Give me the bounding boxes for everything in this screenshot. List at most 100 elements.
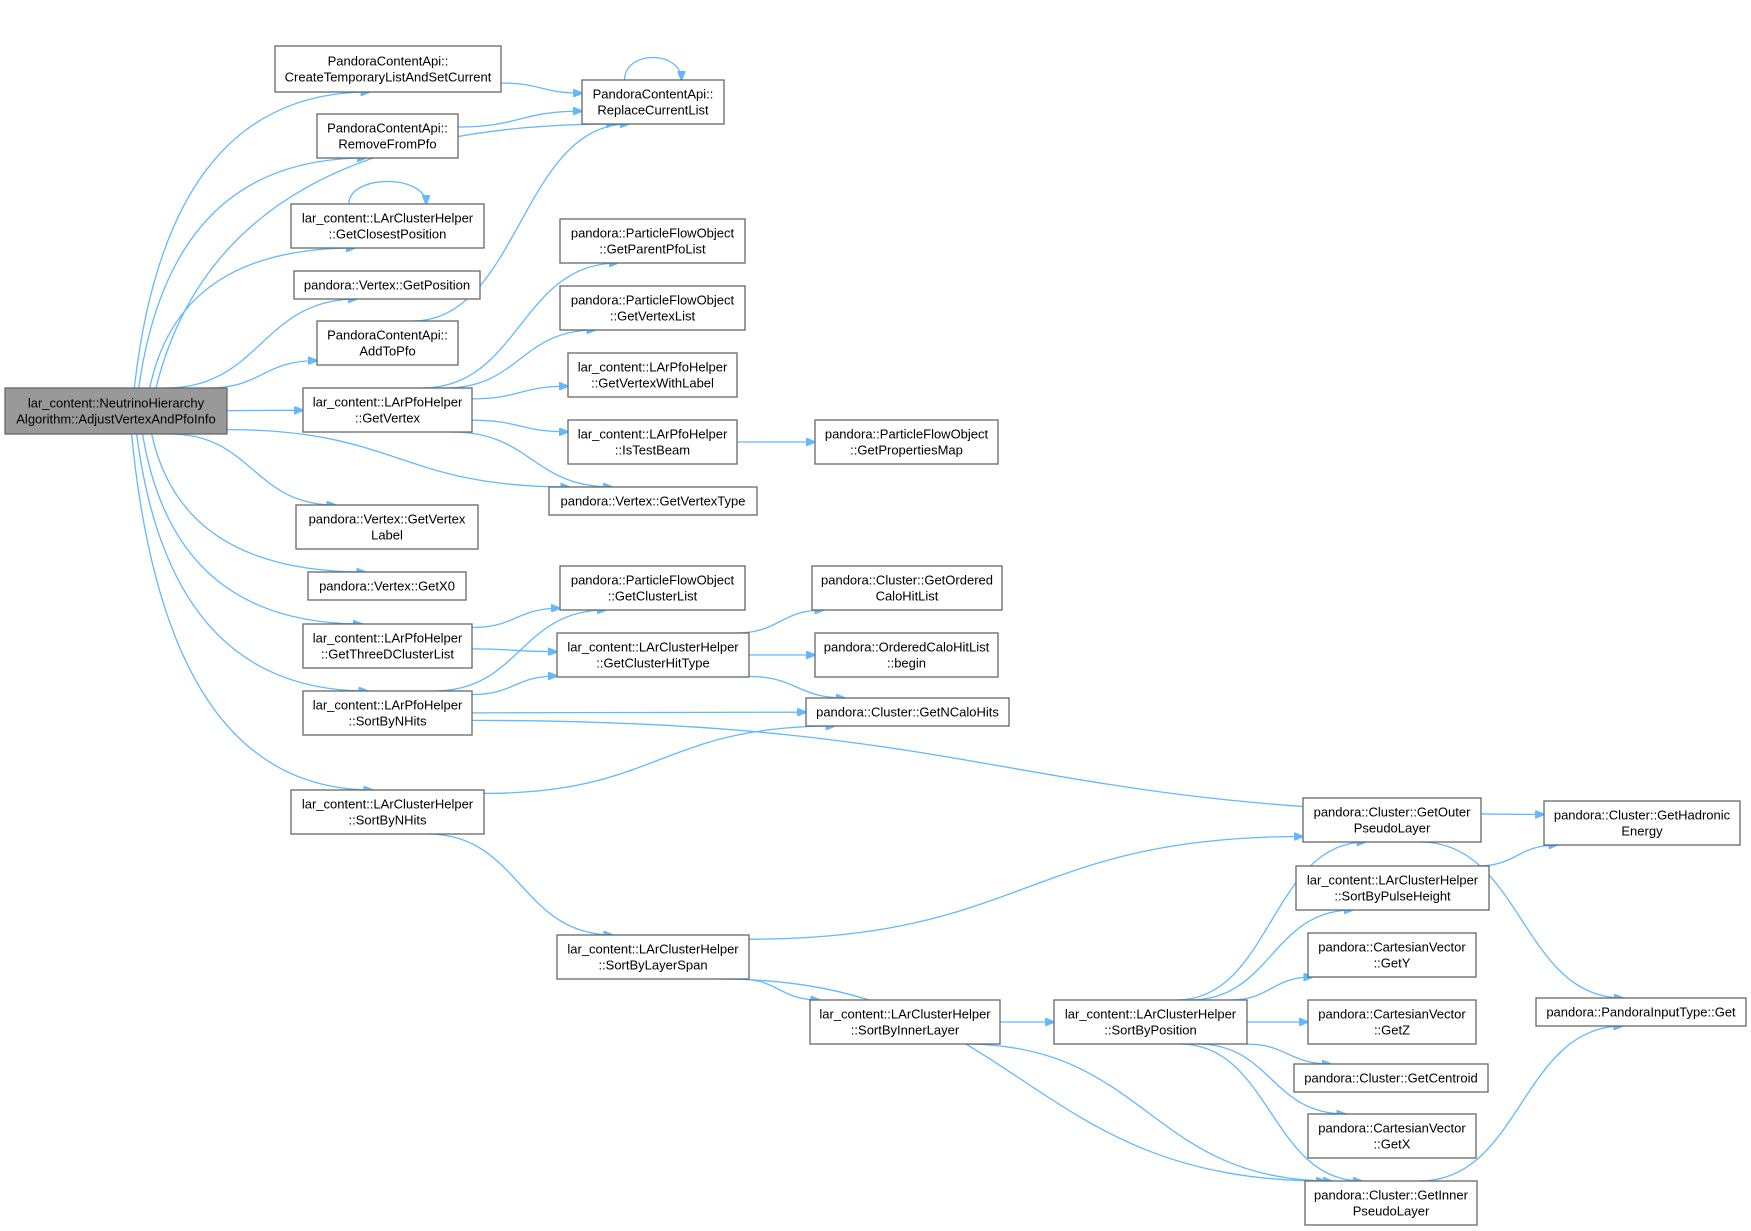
- node-addToPfo[interactable]: PandoraContentApi::AddToPfo: [316, 320, 459, 366]
- node-box-vtxType[interactable]: [548, 486, 758, 516]
- node-box-isTestBeam[interactable]: [567, 419, 738, 465]
- node-box-orderedCalo[interactable]: [811, 565, 1003, 611]
- node-clSortN[interactable]: lar_content::LArClusterHelper::SortByNHi…: [290, 789, 485, 835]
- node-label-vtxWithLabel-1: ::GetVertexWithLabel: [591, 376, 714, 391]
- node-box-pulseH[interactable]: [1295, 865, 1490, 911]
- node-vtxPos[interactable]: pandora::Vertex::GetPosition: [293, 270, 481, 300]
- node-box-closestPos[interactable]: [290, 203, 485, 249]
- node-layerSpan[interactable]: lar_content::LArClusterHelper::SortByLay…: [556, 934, 750, 980]
- edge-root-to-vtxLabel: [169, 433, 336, 505]
- node-box-removeFromPfo[interactable]: [316, 113, 459, 159]
- node-box-innerPL[interactable]: [1304, 1180, 1478, 1226]
- node-box-propsMap[interactable]: [814, 419, 999, 465]
- node-label-innerPL-1: PseudoLayer: [1353, 1204, 1430, 1219]
- node-nCalo[interactable]: pandora::Cluster::GetNCaloHits: [805, 697, 1010, 727]
- node-box-layerSpan[interactable]: [556, 934, 750, 980]
- node-label-begin-1: ::begin: [887, 656, 926, 671]
- node-label-root-1: Algorithm::AdjustVertexAndPfoInfo: [16, 412, 215, 427]
- node-vtxWithLabel[interactable]: lar_content::LArPfoHelper::GetVertexWith…: [567, 352, 738, 398]
- node-box-createTemp[interactable]: [274, 45, 502, 93]
- node-getX0[interactable]: pandora::Vertex::GetX0: [307, 571, 467, 601]
- node-box-vtxPos[interactable]: [293, 270, 481, 300]
- edge-root-to-createTemp: [133, 92, 369, 389]
- node-label-hitType-1: ::GetClusterHitType: [596, 656, 709, 671]
- edge-clSortN-to-layerSpan: [427, 833, 613, 935]
- node-box-centroid[interactable]: [1293, 1063, 1489, 1093]
- node-box-innerLayer[interactable]: [809, 999, 1001, 1045]
- node-box-cvY[interactable]: [1307, 932, 1477, 978]
- node-box-outerPL[interactable]: [1302, 797, 1482, 843]
- node-box-vtxWithLabel[interactable]: [567, 352, 738, 398]
- node-threeD[interactable]: lar_content::LArPfoHelper::GetThreeDClus…: [302, 623, 473, 669]
- node-box-nCalo[interactable]: [805, 697, 1010, 727]
- node-isTestBeam[interactable]: lar_content::LArPfoHelper::IsTestBeam: [567, 419, 738, 465]
- node-box-replace[interactable]: [581, 79, 725, 125]
- node-label-vtxPos-0: pandora::Vertex::GetPosition: [304, 278, 470, 293]
- node-box-root[interactable]: [4, 387, 228, 435]
- edge-pfoSortN-to-nCalo: [471, 712, 806, 713]
- node-box-threeD[interactable]: [302, 623, 473, 669]
- node-parentPfo[interactable]: pandora::ParticleFlowObject::GetParentPf…: [559, 218, 746, 264]
- node-box-addToPfo[interactable]: [316, 320, 459, 366]
- node-label-vtxLabel-0: pandora::Vertex::GetVertex: [309, 512, 466, 527]
- node-box-sortPos[interactable]: [1053, 999, 1248, 1045]
- node-innerLayer[interactable]: lar_content::LArClusterHelper::SortByInn…: [809, 999, 1001, 1045]
- node-closestPos[interactable]: lar_content::LArClusterHelper::GetCloses…: [290, 203, 485, 249]
- node-box-clSortN[interactable]: [290, 789, 485, 835]
- edge-pfoGetVertex-to-isTestBeam: [471, 419, 568, 432]
- node-box-getX0[interactable]: [307, 571, 467, 601]
- node-box-vertexList[interactable]: [559, 285, 746, 331]
- node-cvZ[interactable]: pandora::CartesianVector::GetZ: [1307, 999, 1477, 1045]
- node-begin[interactable]: pandora::OrderedCaloHitList::begin: [814, 632, 999, 678]
- node-box-cvX[interactable]: [1307, 1113, 1477, 1159]
- node-box-hitType[interactable]: [556, 632, 750, 678]
- edge-sortPos-to-outerPL: [1176, 842, 1366, 1001]
- node-clusterList[interactable]: pandora::ParticleFlowObject::GetClusterL…: [559, 565, 746, 611]
- node-label-clSortN-0: lar_content::LArClusterHelper: [302, 797, 474, 812]
- node-replace[interactable]: PandoraContentApi::ReplaceCurrentList: [581, 79, 725, 125]
- edge-pulseH-to-hadronic: [1476, 845, 1558, 867]
- node-box-pfoSortN[interactable]: [302, 690, 473, 736]
- node-label-replace-0: PandoraContentApi::: [593, 87, 714, 102]
- node-vtxType[interactable]: pandora::Vertex::GetVertexType: [548, 486, 758, 516]
- node-pulseH[interactable]: lar_content::LArClusterHelper::SortByPul…: [1295, 865, 1490, 911]
- node-pfoGetVertex[interactable]: lar_content::LArPfoHelper::GetVertex: [302, 387, 473, 433]
- node-cvX[interactable]: pandora::CartesianVector::GetX: [1307, 1113, 1477, 1159]
- node-hitType[interactable]: lar_content::LArClusterHelper::GetCluste…: [556, 632, 750, 678]
- node-root[interactable]: lar_content::NeutrinoHierarchyAlgorithm:…: [4, 387, 228, 435]
- node-removeFromPfo[interactable]: PandoraContentApi::RemoveFromPfo: [316, 113, 459, 159]
- edge-root-to-removeFromPfo: [138, 158, 366, 389]
- node-box-inputGet[interactable]: [1535, 997, 1747, 1027]
- node-box-begin[interactable]: [814, 632, 999, 678]
- node-box-vtxLabel[interactable]: [295, 504, 479, 550]
- node-propsMap[interactable]: pandora::ParticleFlowObject::GetProperti…: [814, 419, 999, 465]
- edge-hitType-to-nCalo: [748, 675, 845, 698]
- node-label-vertexList-0: pandora::ParticleFlowObject: [571, 293, 735, 308]
- node-inputGet[interactable]: pandora::PandoraInputType::Get: [1535, 997, 1747, 1027]
- node-box-parentPfo[interactable]: [559, 218, 746, 264]
- node-box-pfoGetVertex[interactable]: [302, 387, 473, 433]
- node-label-orderedCalo-0: pandora::Cluster::GetOrdered: [821, 573, 993, 588]
- node-box-clusterList[interactable]: [559, 565, 746, 611]
- node-label-cvZ-1: ::GetZ: [1374, 1023, 1410, 1038]
- node-pfoSortN[interactable]: lar_content::LArPfoHelper::SortByNHits: [302, 690, 473, 736]
- node-createTemp[interactable]: PandoraContentApi::CreateTemporaryListAn…: [274, 45, 502, 93]
- node-label-clusterList-0: pandora::ParticleFlowObject: [571, 573, 735, 588]
- node-label-pfoGetVertex-1: ::GetVertex: [355, 411, 421, 426]
- node-box-cvZ[interactable]: [1307, 999, 1477, 1045]
- node-sortPos[interactable]: lar_content::LArClusterHelper::SortByPos…: [1053, 999, 1248, 1045]
- node-label-clusterList-1: ::GetClusterList: [608, 589, 698, 604]
- node-label-begin-0: pandora::OrderedCaloHitList: [824, 640, 990, 655]
- node-vertexList[interactable]: pandora::ParticleFlowObject::GetVertexLi…: [559, 285, 746, 331]
- node-cvY[interactable]: pandora::CartesianVector::GetY: [1307, 932, 1477, 978]
- node-box-hadronic[interactable]: [1543, 800, 1741, 846]
- node-centroid[interactable]: pandora::Cluster::GetCentroid: [1293, 1063, 1489, 1093]
- node-label-propsMap-1: ::GetPropertiesMap: [850, 443, 963, 458]
- node-label-isTestBeam-1: ::IsTestBeam: [615, 443, 690, 458]
- node-label-innerPL-0: pandora::Cluster::GetInner: [1314, 1188, 1469, 1203]
